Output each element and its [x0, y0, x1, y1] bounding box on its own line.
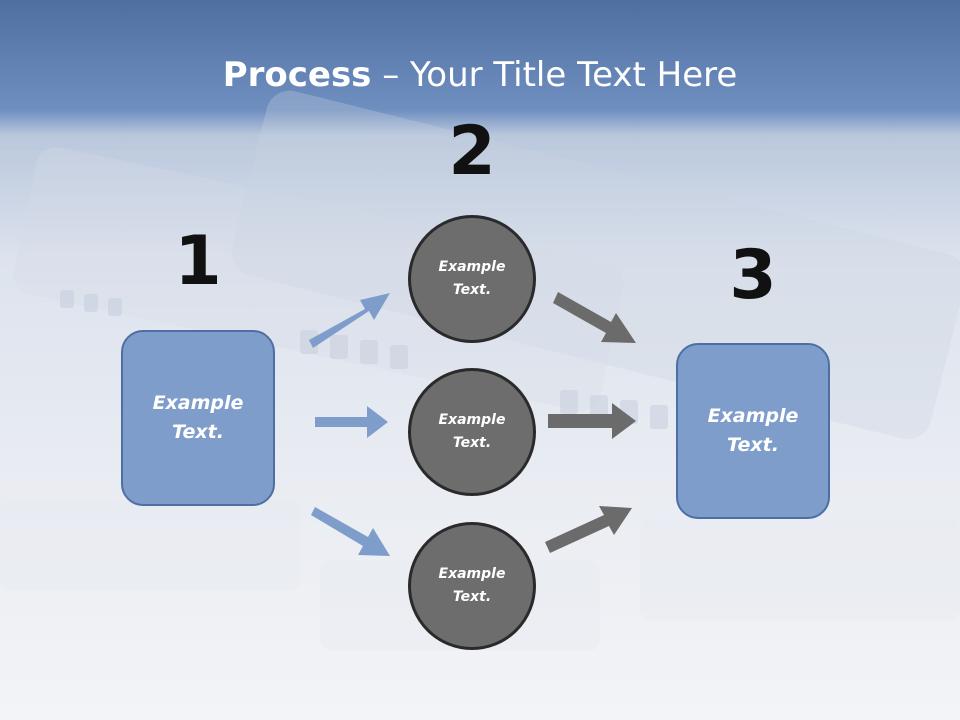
step-2-circle-top: Example Text. — [408, 215, 536, 343]
step-1-box: Example Text. — [121, 330, 275, 506]
step-2-text-middle: Example Text. — [438, 412, 506, 451]
step-1-text: Example Text. — [152, 392, 244, 443]
step-number-3: 3 — [729, 236, 777, 315]
step-number-2: 2 — [448, 112, 496, 191]
step-3-box: Example Text. — [676, 343, 830, 519]
step-2-circle-middle: Example Text. — [408, 368, 536, 496]
step-2-text-bottom: Example Text. — [438, 566, 506, 605]
step-2-circle-bottom: Example Text. — [408, 522, 536, 650]
slide-title: Process – Your Title Text Here — [0, 52, 960, 98]
blue-arrow-right — [315, 406, 388, 438]
blue-arrow-down — [311, 507, 390, 556]
step-2-text-top: Example Text. — [438, 259, 506, 298]
step-number-1: 1 — [174, 222, 222, 301]
gray-arrow-up — [545, 506, 632, 553]
blue-arrow-up — [309, 293, 390, 348]
gray-arrow-down — [553, 292, 636, 343]
title-bold: Process — [222, 55, 372, 95]
title-rest: – Your Title Text Here — [371, 55, 738, 95]
step-3-text: Example Text. — [707, 405, 799, 456]
gray-arrow-right — [548, 403, 636, 439]
